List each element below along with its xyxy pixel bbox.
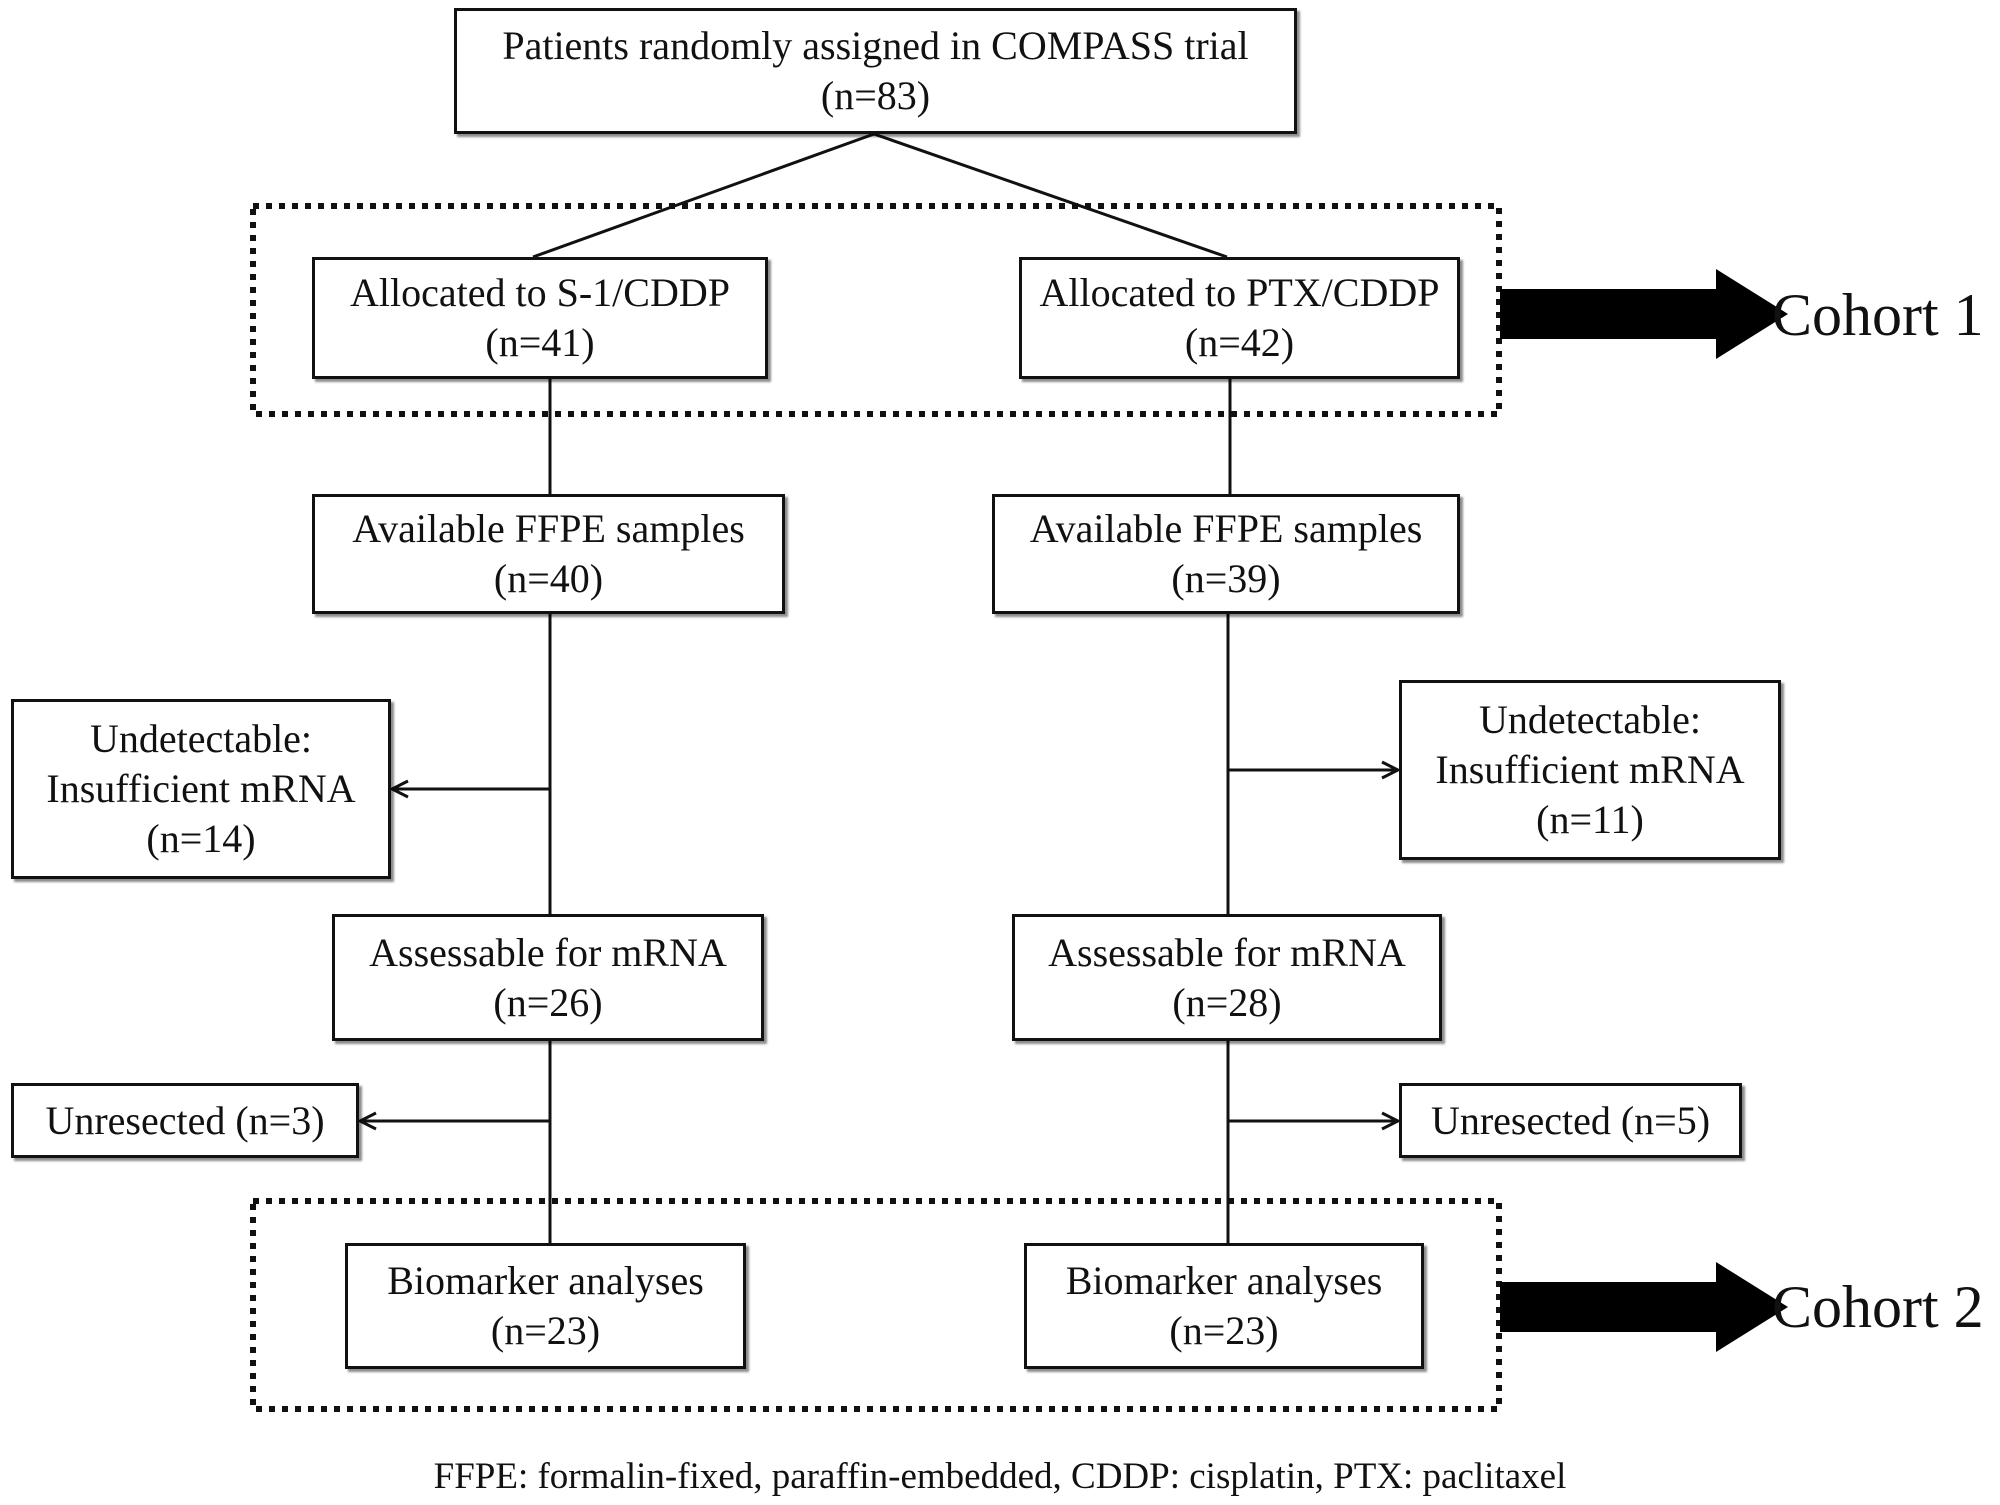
- left-ffpe-samples-count: (n=40): [493, 556, 604, 601]
- allocated-ptx-cddp-count: (n=42): [1184, 320, 1295, 365]
- randomized-patients-box: Patients randomly assigned in COMPASS tr…: [454, 8, 1297, 134]
- left-biomarker-label: Biomarker analyses: [387, 1258, 704, 1303]
- left-biomarker-count: (n=23): [490, 1308, 601, 1353]
- right-biomarker-box: Biomarker analyses (n=23): [1024, 1243, 1424, 1369]
- allocated-ptx-cddp-label: Allocated to PTX/CDDP: [1039, 270, 1440, 315]
- right-assessable-box: Assessable for mRNA (n=28): [1012, 914, 1442, 1041]
- right-ffpe-samples-count: (n=39): [1171, 556, 1281, 601]
- cohort2-label: Cohort 2: [1772, 1274, 1984, 1340]
- right-assessable-count: (n=28): [1172, 979, 1282, 1025]
- left-undetectable-count: (n=14): [146, 816, 256, 861]
- left-unresected-box: Unresected (n=3): [11, 1083, 359, 1158]
- left-assessable-box: Assessable for mRNA (n=26): [332, 914, 764, 1041]
- footnote: FFPE: formalin-fixed, paraffin-embedded,…: [433, 1456, 1567, 1497]
- allocated-s1-cddp-count: (n=41): [485, 320, 595, 365]
- randomized-patients-count: (n=83): [820, 73, 931, 118]
- right-undetectable-count: (n=11): [1536, 797, 1644, 842]
- cohort1-label: Cohort 1: [1772, 282, 1984, 348]
- right-assessable-label: Assessable for mRNA: [1048, 929, 1406, 975]
- right-undetectable-box: Undetectable: Insufficient mRNA (n=11): [1399, 680, 1781, 860]
- left-ffpe-samples-label: Available FFPE samples: [352, 506, 745, 551]
- left-ffpe-samples-box: Available FFPE samples (n=40): [312, 494, 785, 614]
- right-ffpe-samples-box: Available FFPE samples (n=39): [992, 494, 1460, 614]
- right-undetectable-title: Undetectable:: [1478, 697, 1702, 742]
- split-line-left: [532, 132, 875, 259]
- right-biomarker-label: Biomarker analyses: [1065, 1258, 1383, 1303]
- allocated-s1-cddp-label: Allocated to S-1/CDDP: [350, 270, 730, 315]
- allocated-ptx-cddp-box: Allocated to PTX/CDDP (n=42): [1019, 257, 1460, 379]
- left-undetectable-reason: Insufficient mRNA: [46, 766, 356, 811]
- right-unresected-label: Unresected (n=5): [1430, 1097, 1711, 1143]
- left-undetectable-title: Undetectable:: [89, 716, 313, 761]
- randomized-patients-label: Patients randomly assigned in COMPASS tr…: [502, 23, 1249, 68]
- left-unresected-label: Unresected (n=3): [45, 1097, 325, 1143]
- right-ffpe-samples-label: Available FFPE samples: [1029, 506, 1423, 551]
- allocated-s1-cddp-box: Allocated to S-1/CDDP (n=41): [312, 257, 768, 379]
- right-unresected-box: Unresected (n=5): [1399, 1083, 1742, 1158]
- split-line-right: [873, 132, 1228, 259]
- left-biomarker-box: Biomarker analyses (n=23): [345, 1243, 746, 1369]
- right-biomarker-count: (n=23): [1169, 1308, 1279, 1353]
- left-assessable-label: Assessable for mRNA: [369, 929, 727, 975]
- right-undetectable-reason: Insufficient mRNA: [1435, 747, 1745, 792]
- cohort2-arrow: [1500, 1262, 1788, 1352]
- left-undetectable-box: Undetectable: Insufficient mRNA (n=14): [11, 699, 391, 879]
- cohort1-arrow: [1500, 269, 1788, 359]
- left-assessable-count: (n=26): [493, 979, 603, 1025]
